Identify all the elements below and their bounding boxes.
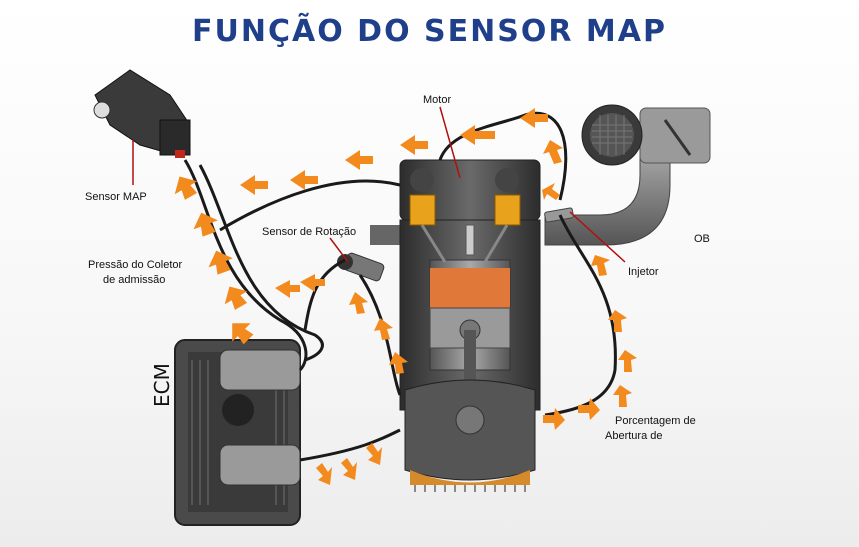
label-sensor-map: Sensor MAP <box>85 191 147 203</box>
map-sensor-icon <box>93 69 191 158</box>
ecm-module-icon <box>174 339 301 526</box>
label-admissao: de admissão <box>103 274 166 286</box>
label-porcentagem: Porcentagem de <box>615 415 696 427</box>
callout-lines <box>132 106 626 263</box>
label-motor: Motor <box>423 94 452 106</box>
label-ob: OB <box>694 233 710 245</box>
engine-icon <box>370 159 541 492</box>
injector-icon <box>544 207 574 223</box>
label-ecm: ECM <box>150 363 174 407</box>
page-title: FUNÇÃO DO SENSOR MAP <box>192 14 667 49</box>
throttle-body-icon <box>544 104 711 246</box>
label-sensor-rotacao: Sensor de Rotação <box>262 226 357 238</box>
label-injetor: Injetor <box>628 266 659 278</box>
flow-arrows <box>174 108 637 485</box>
label-pressao: Pressão do Coletor <box>88 259 183 271</box>
label-abertura: Abertura de <box>605 430 663 442</box>
